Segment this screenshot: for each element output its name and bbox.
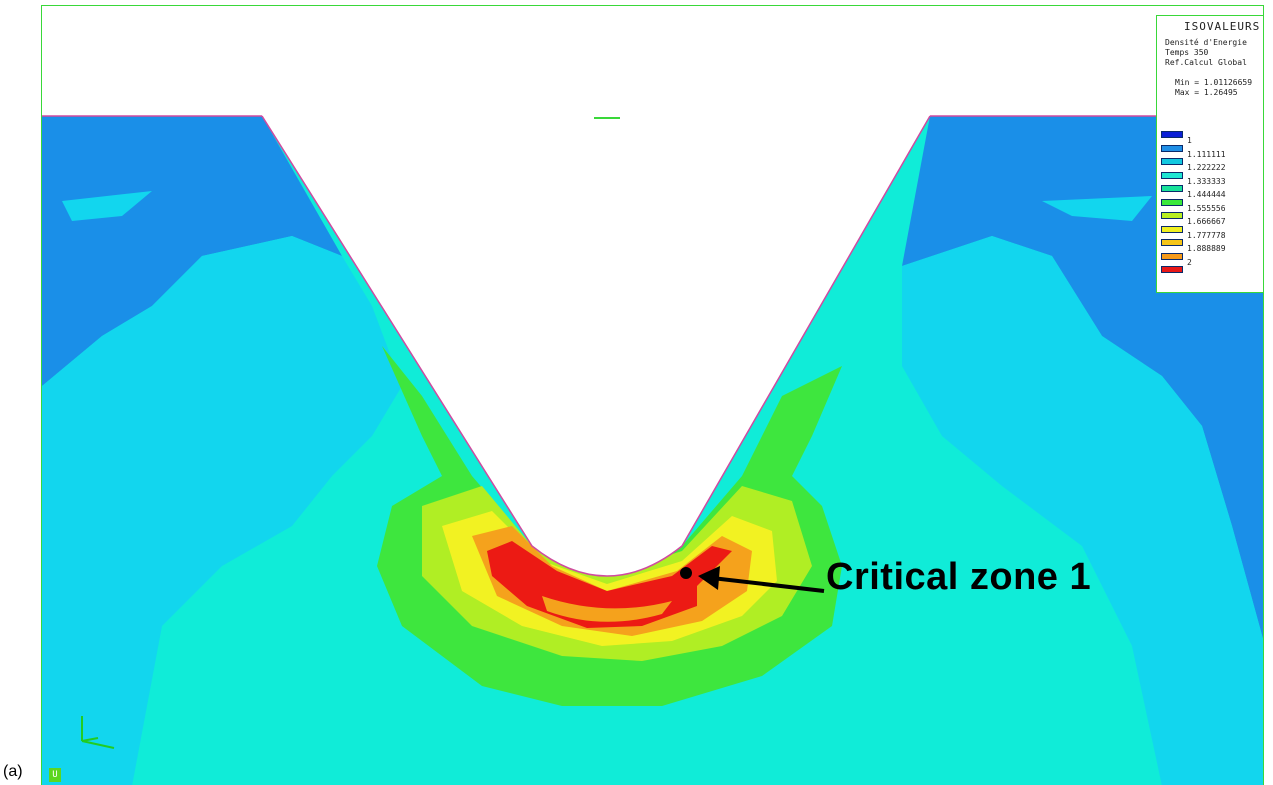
contour-level-blue-left <box>42 116 342 386</box>
legend-level-label: 1.333333 <box>1187 176 1226 186</box>
critical-zone-label: Critical zone 1 <box>826 556 1092 598</box>
legend-min: Min = 1.01126659 <box>1175 78 1253 87</box>
legend-swatch <box>1161 198 1183 206</box>
corner-marker: U <box>49 768 61 782</box>
legend-subtitle-3: Ref.Calcul Global <box>1165 58 1247 67</box>
legend-level-label: 1.777778 <box>1187 230 1226 240</box>
contour-level-cyan-right <box>902 236 1263 785</box>
legend-swatch <box>1161 185 1183 192</box>
legend-swatch <box>1161 171 1183 179</box>
legend-level-label: 1.555556 <box>1187 203 1226 213</box>
axis-triad-icon <box>81 716 115 749</box>
legend-swatch <box>1161 144 1183 152</box>
isovalues-legend: ISOVALEURS Densité d'Energie Temps 350 R… <box>1156 15 1263 293</box>
notch-cutout <box>42 6 1263 576</box>
legend-level-label: 1.222222 <box>1187 163 1226 172</box>
critical-point-marker <box>680 567 692 579</box>
legend-subtitle-2: Temps 350 <box>1165 48 1209 57</box>
panel-label: (a) <box>3 763 23 780</box>
legend-level-label: 2 <box>1187 257 1192 267</box>
legend-level-label: 1 <box>1187 136 1192 145</box>
legend-max: Max = 1.26495 <box>1175 88 1238 97</box>
legend-swatch <box>1161 212 1183 219</box>
legend-level-label: 1.111111 <box>1187 149 1226 159</box>
legend-swatch <box>1161 225 1183 233</box>
contour-level-cyan-left <box>42 236 402 785</box>
contour-plot-frame <box>41 5 1264 785</box>
contour-streak-left <box>62 191 152 221</box>
notch-edge <box>261 115 931 577</box>
contour-streak-right <box>1042 196 1152 221</box>
legend-swatch <box>1161 252 1183 260</box>
legend-swatch <box>1161 158 1183 165</box>
legend-subtitle-1: Densité d'Energie <box>1165 38 1247 47</box>
stress-contour-plot <box>42 6 1263 785</box>
legend-level-label: 1.444444 <box>1187 190 1226 199</box>
legend-level-label: 1.666667 <box>1187 217 1226 226</box>
annotation-arrow-shaft <box>711 576 825 593</box>
annotation-arrow-head <box>698 566 720 590</box>
legend-level-label: 1.888889 <box>1187 244 1226 253</box>
legend-swatch <box>1161 131 1183 138</box>
contour-inner-orange <box>542 596 672 622</box>
legend-swatch <box>1161 239 1183 246</box>
legend-swatch <box>1161 266 1183 273</box>
legend-title: ISOVALEURS <box>1184 20 1261 33</box>
